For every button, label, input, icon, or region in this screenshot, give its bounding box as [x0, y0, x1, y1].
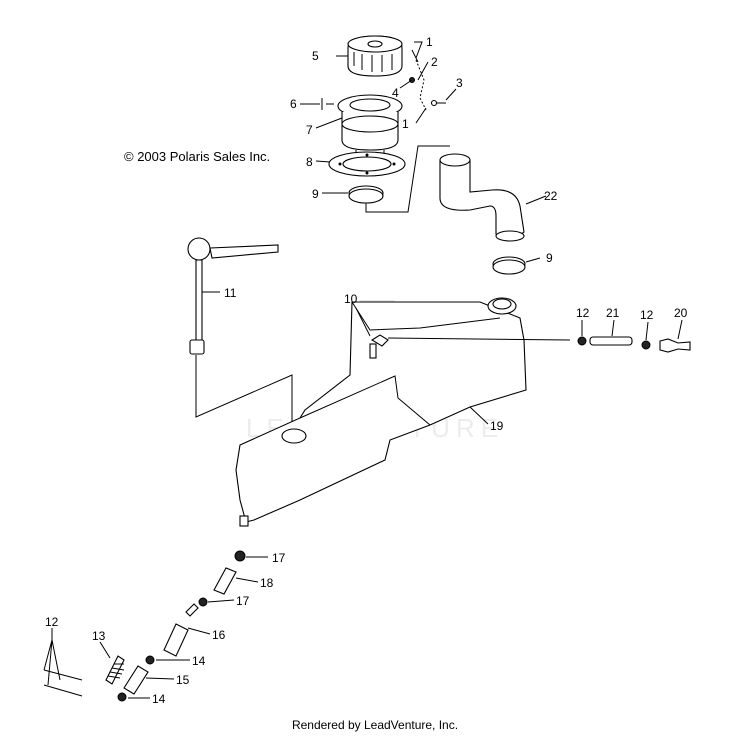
callout-12: 12 — [576, 306, 590, 320]
check-valve[interactable] — [659, 338, 691, 353]
callout-17b: 17 — [236, 594, 250, 608]
line-clamp-b[interactable] — [641, 340, 651, 350]
callout-14b: 14 — [152, 692, 166, 706]
callout-12c: 12 — [45, 615, 59, 629]
callout-22: 22 — [544, 189, 558, 203]
clamp-14-upper[interactable] — [145, 655, 155, 665]
cable-ties-12[interactable] — [43, 669, 83, 697]
callout-5: 5 — [312, 49, 319, 63]
fuel-cap[interactable] — [347, 35, 403, 77]
callout-17: 17 — [272, 551, 286, 565]
callout-20: 20 — [674, 306, 688, 320]
fuel-tank[interactable] — [235, 297, 527, 527]
callout-14: 14 — [192, 654, 206, 668]
clamp-17-lower[interactable] — [198, 597, 208, 607]
clip[interactable] — [321, 98, 334, 110]
clamp-14-lower[interactable] — [117, 692, 127, 702]
callout-2: 2 — [431, 55, 438, 69]
callout-21: 21 — [606, 306, 620, 320]
callout-16: 16 — [212, 628, 226, 642]
elbow-hose[interactable] — [439, 153, 525, 242]
callout-15: 15 — [176, 673, 190, 687]
vent-routing-line — [387, 337, 571, 341]
callout-3: 3 — [456, 76, 463, 90]
clamp-17-upper[interactable] — [234, 550, 246, 562]
screw[interactable] — [430, 99, 447, 107]
vent-line — [365, 145, 450, 213]
callouts: 1 2 3 1 4 5 6 7 8 9 22 9 11 10 12 21 12 … — [45, 35, 688, 706]
hose-clamp-upper[interactable] — [348, 185, 384, 204]
sender-route-line — [195, 355, 293, 425]
gasket[interactable] — [328, 151, 406, 177]
callout-6: 6 — [290, 97, 297, 111]
callout-1b: 1 — [402, 117, 409, 131]
copyright-text: © 2003 Polaris Sales Inc. — [124, 149, 270, 164]
leader-lines — [43, 41, 683, 699]
hose-clamp-lower[interactable] — [492, 256, 526, 275]
spring-13[interactable] — [105, 655, 125, 685]
callout-13: 13 — [92, 629, 106, 643]
fuel-sender[interactable] — [187, 237, 279, 355]
footer-credit: Rendered by LeadVenture, Inc. — [292, 718, 458, 732]
vent-hose[interactable] — [589, 336, 633, 346]
callout-18: 18 — [260, 576, 274, 590]
callout-12b: 12 — [640, 308, 654, 322]
fuel-filter-16[interactable] — [163, 603, 199, 657]
callout-9b: 9 — [546, 251, 553, 265]
callout-10: 10 — [344, 292, 358, 306]
callout-8: 8 — [306, 155, 313, 169]
line-clamp-a[interactable] — [577, 336, 587, 346]
callout-9: 9 — [312, 187, 319, 201]
callout-4: 4 — [392, 86, 399, 100]
callout-11: 11 — [224, 286, 237, 300]
fuel-hose-18[interactable] — [213, 567, 237, 595]
tether-chain[interactable] — [411, 49, 427, 111]
filler-neck[interactable] — [337, 94, 403, 162]
callout-7: 7 — [306, 123, 313, 137]
callout-1: 1 — [426, 35, 433, 49]
vent-fitting[interactable] — [369, 334, 389, 359]
fuel-hose-15[interactable] — [123, 665, 149, 695]
callout-19: 19 — [490, 419, 504, 433]
